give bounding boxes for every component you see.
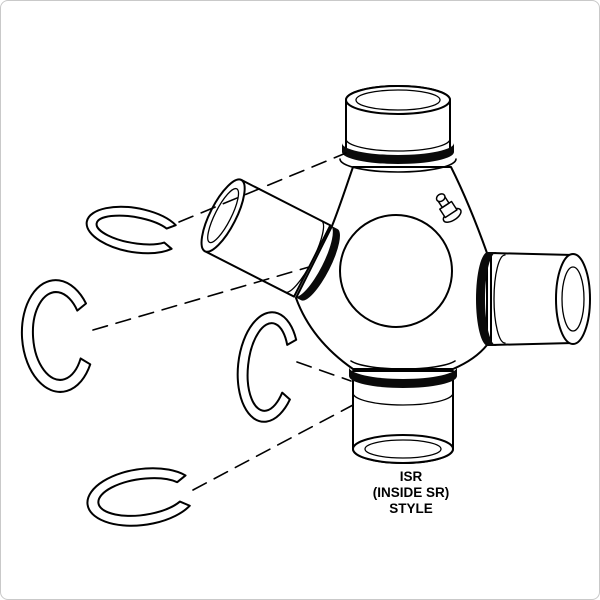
- top-bearing-cup: [339, 85, 457, 173]
- caption-line-1: ISR: [400, 469, 423, 484]
- leader-lines: [92, 152, 354, 491]
- grease-zerk-icon: [435, 193, 462, 223]
- snap-ring-shape: [86, 467, 191, 527]
- style-caption: ISR (INSIDE SR) STYLE: [373, 469, 450, 516]
- cup-end-chamfer: [364, 439, 442, 459]
- cup-flange-lip: [350, 360, 456, 370]
- leader-line-top-ring: [178, 152, 347, 223]
- leader-line-bottom-ring: [192, 404, 354, 491]
- bottom-seal-band: [349, 367, 457, 388]
- top-seal-band: [342, 143, 454, 164]
- snap-ring-left: [20, 279, 92, 393]
- bottom-bearing-cup: [349, 360, 457, 464]
- caption-line-3: STYLE: [389, 501, 433, 516]
- cup-end-chamfer: [355, 89, 441, 111]
- cup-end-face: [345, 85, 451, 115]
- cup-rim-line: [345, 138, 451, 152]
- cup-end-chamfer: [561, 266, 585, 332]
- snap-ring-bottom: [86, 467, 191, 527]
- snap-ring-shape: [20, 279, 92, 393]
- cup-end-chamfer: [207, 187, 240, 244]
- snap-ring-shape: [85, 205, 177, 255]
- cup-flange-lip: [339, 158, 457, 173]
- snap-ring-shape: [236, 311, 298, 423]
- cup-rim-line: [493, 254, 506, 344]
- cup-rim-line: [284, 220, 325, 294]
- caption-line-2: (INSIDE SR): [373, 485, 450, 500]
- left-seal-band: [294, 225, 340, 301]
- zerk-ball-tip: [435, 193, 446, 203]
- right-seal-band: [476, 252, 497, 346]
- center-boss: [339, 214, 453, 328]
- leader-line-middle-ring: [296, 361, 352, 382]
- leader-line-left-ring: [92, 266, 310, 331]
- left-bearing-cup: [200, 178, 340, 301]
- cup-end-face: [352, 434, 454, 464]
- cup-rim-line: [352, 392, 454, 406]
- snap-ring-middle: [236, 311, 298, 423]
- right-bearing-cup: [476, 252, 591, 346]
- snap-ring-top-left: [85, 205, 177, 255]
